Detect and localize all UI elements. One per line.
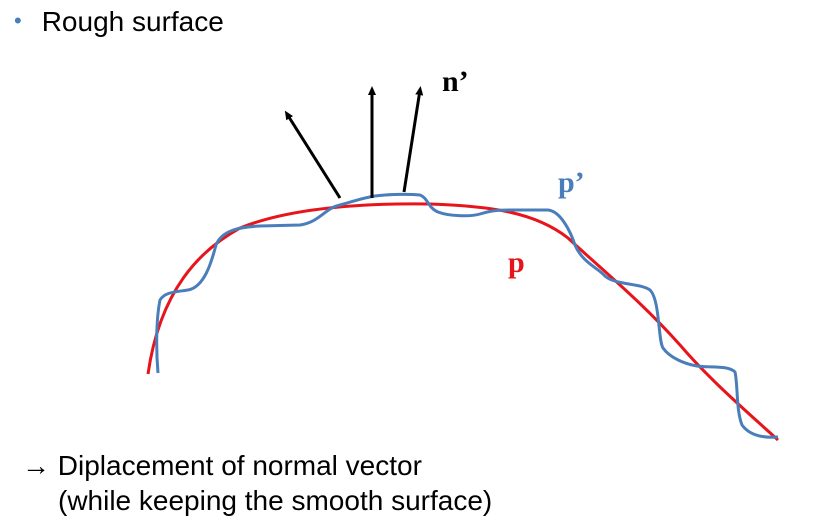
bullet-marker: • — [14, 8, 22, 33]
caption-line-1: → Diplacement of normal vector — [22, 450, 422, 482]
smooth-surface-curve — [146, 202, 780, 442]
label-p: p — [508, 246, 525, 279]
label-p-prime: p’ — [558, 166, 585, 199]
bullet-item: • Rough surface — [14, 6, 224, 38]
right-arrow-icon: → — [22, 450, 50, 481]
label-n-prime: n’ — [442, 65, 469, 98]
normal-arrow-left — [284, 110, 342, 199]
caption-text-2: (while keeping the smooth surface) — [58, 485, 493, 516]
caption-text-1: Diplacement of normal vector — [57, 450, 422, 481]
normal-arrow-right — [402, 86, 424, 193]
caption-line-2: (while keeping the smooth surface) — [58, 485, 492, 517]
rough-surface-curve — [155, 192, 779, 439]
bullet-text: Rough surface — [41, 6, 224, 37]
